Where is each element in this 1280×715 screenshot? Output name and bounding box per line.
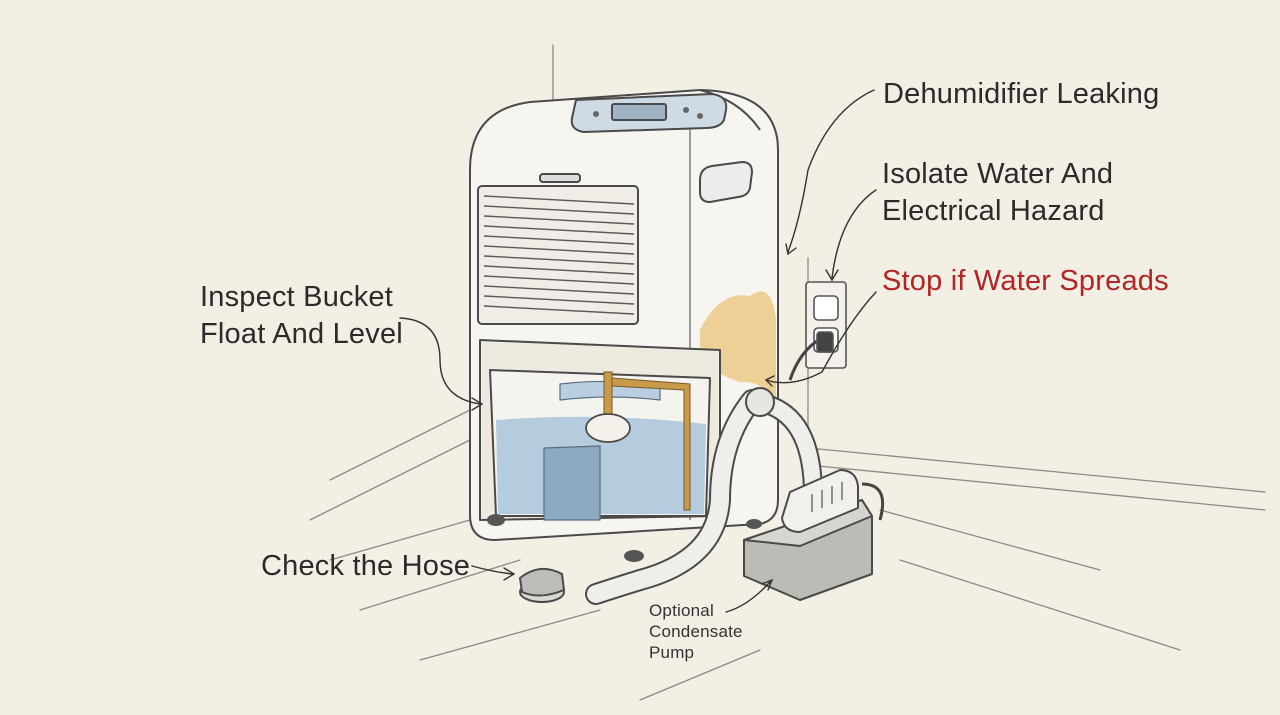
drain-hose bbox=[585, 387, 823, 605]
isolate-line-1: Isolate Water And bbox=[882, 158, 1114, 190]
bucket-float bbox=[585, 371, 691, 511]
isolate-label: Isolate Water And Electrical Hazard bbox=[882, 156, 1113, 230]
inspect-label: Inspect Bucket Float And Level bbox=[200, 279, 403, 353]
stop-text: Stop if Water Spreads bbox=[882, 265, 1169, 297]
wall-outlet bbox=[788, 281, 847, 381]
pump-label: Optional Condensate Pump bbox=[649, 600, 743, 663]
hose-label: Check the Hose bbox=[261, 548, 470, 585]
inspect-line-1: Inspect Bucket bbox=[200, 281, 394, 313]
stop-warning-label: Stop if Water Spreads bbox=[882, 263, 1169, 300]
pump-line-2: Condensate bbox=[649, 622, 743, 641]
bucket-compartment bbox=[479, 339, 721, 521]
leader-arrows bbox=[399, 89, 877, 613]
inspect-line-2: Float And Level bbox=[200, 318, 403, 350]
title-text: Dehumidifier Leaking bbox=[883, 78, 1160, 110]
title-label: Dehumidifier Leaking bbox=[883, 76, 1159, 113]
room-lines bbox=[309, 44, 1266, 701]
pump-line-1: Optional bbox=[649, 601, 714, 620]
pump-line-3: Pump bbox=[649, 643, 695, 662]
condensate-pump bbox=[743, 469, 885, 601]
hose-cap bbox=[518, 567, 566, 603]
unit-feet bbox=[487, 514, 762, 562]
hose-text: Check the Hose bbox=[261, 550, 471, 582]
vent-grille bbox=[483, 195, 635, 315]
isolate-line-2: Electrical Hazard bbox=[882, 195, 1105, 227]
